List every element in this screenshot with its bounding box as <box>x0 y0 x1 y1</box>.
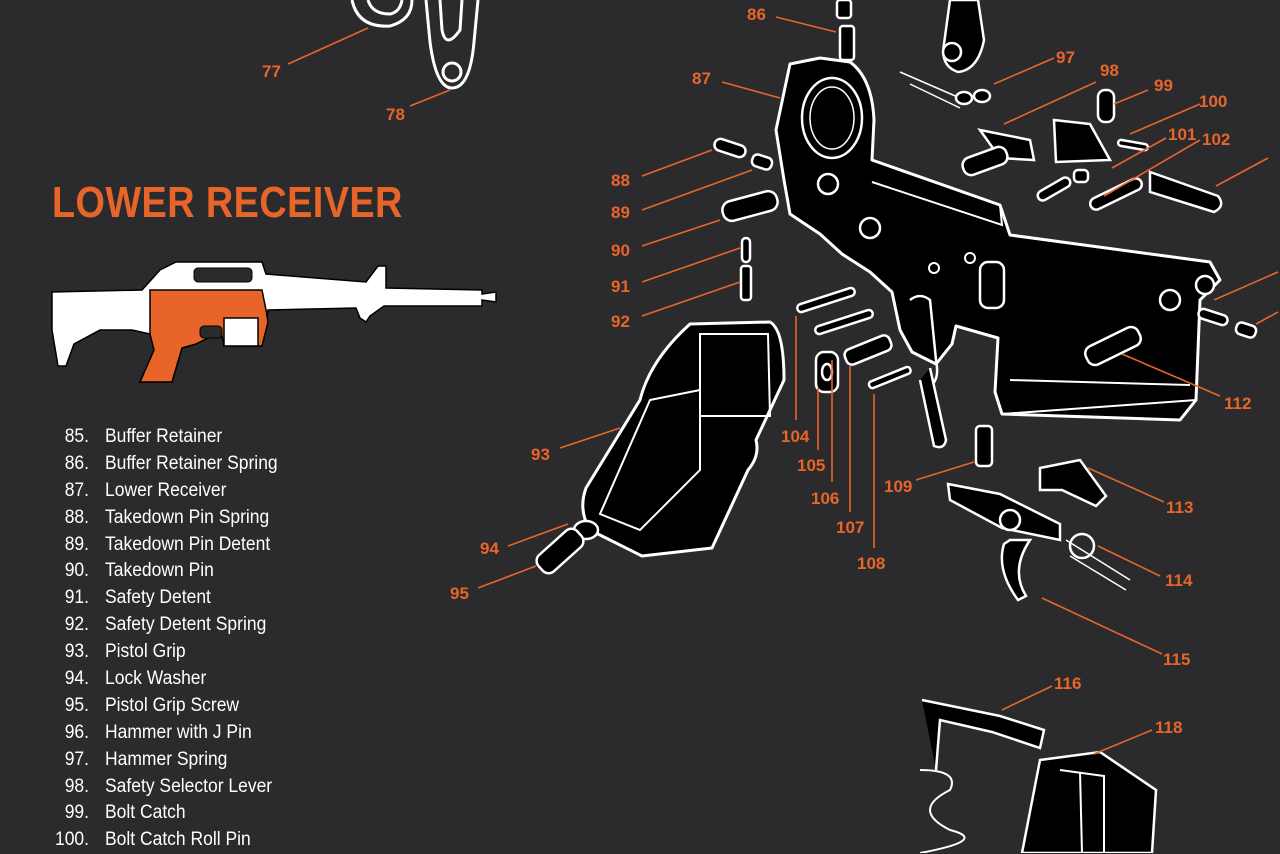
callout-104: 104 <box>781 427 810 446</box>
callout-97: 97 <box>1056 48 1075 67</box>
part-number: 87. <box>64 479 89 501</box>
part-number: 94. <box>64 668 89 690</box>
part-name: Buffer Retainer <box>105 426 223 447</box>
part-number: 98. <box>64 775 89 797</box>
part-number: 99. <box>64 802 89 824</box>
callout-91: 91 <box>611 277 630 296</box>
list-item: 99. Bolt Catch <box>40 800 400 827</box>
callout-92: 92 <box>611 312 630 331</box>
part-name: Hammer with J Pin <box>105 721 252 743</box>
lower-receiver-body <box>774 56 1222 449</box>
part-number: 93. <box>64 641 89 663</box>
part-number: 92. <box>64 614 89 636</box>
part-number: 100. <box>54 829 89 851</box>
list-item: 85. Buffer Retainer <box>40 424 400 451</box>
list-item: 96. Hammer with J Pin <box>40 720 400 747</box>
part-name: Buffer Retainer Spring <box>105 452 278 474</box>
callout-118: 118 <box>1155 718 1182 737</box>
part-name: Lock Washer <box>105 668 207 690</box>
part-name: Safety Detent Spring <box>105 614 267 636</box>
callout-98: 98 <box>1100 61 1119 80</box>
part-name: Safety Detent <box>105 587 211 609</box>
part-number: 89. <box>64 533 89 555</box>
part-name: Bolt Catch Roll Pin <box>105 829 251 851</box>
callout-93: 93 <box>531 445 550 464</box>
callout-89: 89 <box>611 203 630 222</box>
part-name: Takedown Pin <box>105 560 214 582</box>
callout-107: 107 <box>836 518 864 537</box>
part-number: 96. <box>64 721 89 743</box>
part-name: Takedown Pin Spring <box>105 506 270 528</box>
part-number: 95. <box>64 694 89 716</box>
part-number: 97. <box>64 748 89 770</box>
list-item: 88. Takedown Pin Spring <box>40 505 400 532</box>
list-item: 87. Lower Receiver <box>40 478 400 505</box>
callout-99: 99 <box>1154 76 1173 95</box>
list-item: 91. Safety Detent <box>40 585 400 612</box>
part-name: Lower Receiver <box>105 479 227 501</box>
part-number: 91. <box>64 587 89 609</box>
callout-116: 116 <box>1054 674 1081 693</box>
part-name: Pistol Grip Screw <box>105 694 240 716</box>
list-item: 86. Buffer Retainer Spring <box>40 451 400 478</box>
rifle-silhouette-icon <box>51 261 497 383</box>
part-number: 88. <box>64 506 89 528</box>
callout-78: 78 <box>386 105 405 124</box>
callout-77: 77 <box>262 62 281 81</box>
callout-100: 100 <box>1199 92 1227 111</box>
callout-105: 105 <box>797 456 825 475</box>
list-item: 89. Takedown Pin Detent <box>40 532 400 559</box>
list-item: 95. Pistol Grip Screw <box>40 693 400 720</box>
part-number: 85. <box>64 426 89 447</box>
part-name: Safety Selector Lever <box>105 775 273 797</box>
page-title: LOWER RECEIVER <box>52 178 403 227</box>
callout-labels: 77 78 86 87 88 89 90 91 92 93 94 95 97 9… <box>262 5 1251 737</box>
callout-87: 87 <box>692 69 711 88</box>
callout-94: 94 <box>480 539 499 558</box>
small-parts <box>535 0 1258 853</box>
part-number: 90. <box>64 560 89 582</box>
list-item: 92. Safety Detent Spring <box>40 612 400 639</box>
list-item: 94. Lock Washer <box>40 666 400 693</box>
callout-86: 86 <box>747 5 766 24</box>
callout-109: 109 <box>884 477 912 496</box>
list-item: 98. Safety Selector Lever <box>40 774 400 801</box>
part-name: Hammer Spring <box>105 748 228 770</box>
part-number: 86. <box>64 452 89 474</box>
list-item: 90. Takedown Pin <box>40 558 400 585</box>
callout-113: 113 <box>1166 498 1193 517</box>
callout-112: 112 <box>1224 394 1251 413</box>
leader-lines <box>287 16 1279 755</box>
callout-95: 95 <box>450 584 469 603</box>
pistol-grip <box>581 320 786 558</box>
callout-101: 101 <box>1168 125 1196 144</box>
part-name: Pistol Grip <box>105 641 186 663</box>
part-name: Takedown Pin Detent <box>105 533 271 555</box>
callout-108: 108 <box>857 554 885 573</box>
list-item: 100. Bolt Catch Roll Pin <box>40 827 400 854</box>
callout-88: 88 <box>611 171 630 190</box>
callout-115: 115 <box>1163 650 1190 669</box>
parts-list: 85. Buffer Retainer 86. Buffer Retainer Sp… <box>40 424 400 854</box>
callout-90: 90 <box>611 241 630 260</box>
callout-114: 114 <box>1165 571 1193 590</box>
list-item: 97. Hammer Spring <box>40 747 400 774</box>
list-item: 93. Pistol Grip <box>40 639 400 666</box>
part-name: Bolt Catch <box>105 802 186 824</box>
callout-106: 106 <box>811 489 839 508</box>
buffer-tube-parts-top <box>350 0 480 90</box>
callout-102: 102 <box>1202 130 1230 149</box>
